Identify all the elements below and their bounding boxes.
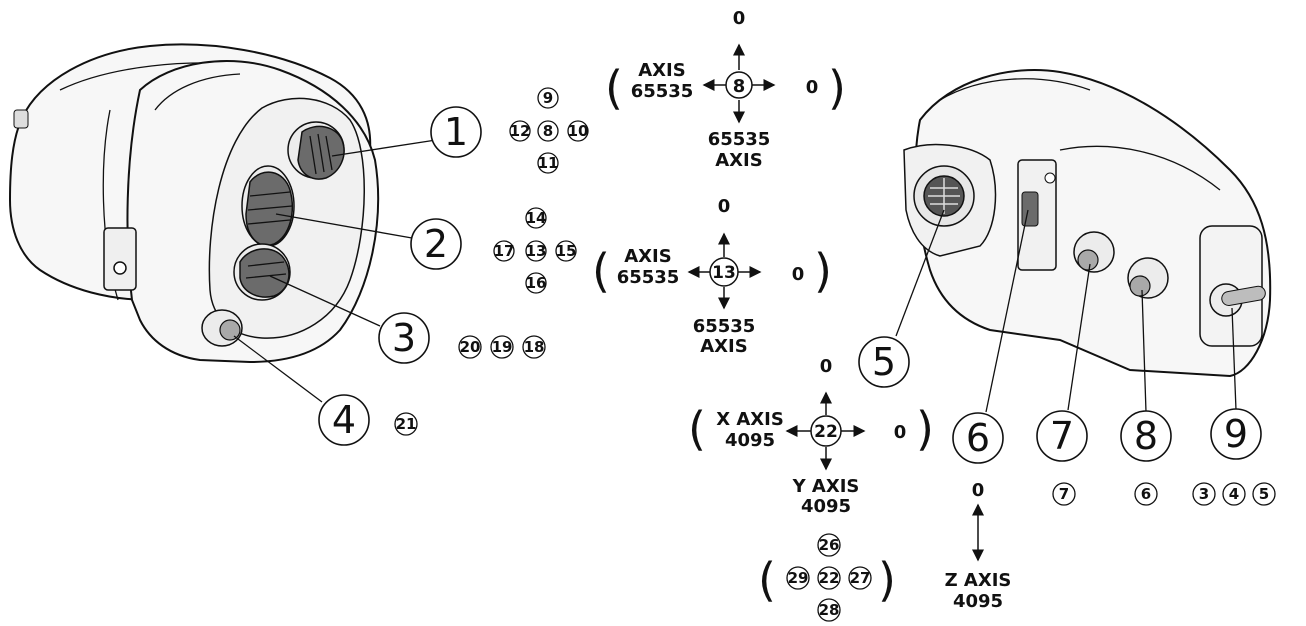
axis-diagram-1: ( AXIS 65535 0 0 ) 8 65535 AXIS bbox=[605, 8, 846, 171]
button-10-label: 10 bbox=[568, 122, 589, 140]
axis-1-paren-open: ( bbox=[605, 61, 623, 115]
button-4-label: 4 bbox=[1229, 485, 1239, 503]
axis-diagram-3: ( X AXIS 4095 0 0 ) 22 Y AXIS 4095 bbox=[688, 356, 934, 517]
button-21-label: 21 bbox=[396, 415, 417, 433]
axis-1-center-label: 8 bbox=[733, 76, 746, 97]
button-4-map: 21 bbox=[394, 412, 418, 436]
callout-3: 3 bbox=[378, 312, 430, 364]
button-17-label: 17 bbox=[494, 242, 515, 260]
axis-2-bottom-line1: 65535 bbox=[693, 316, 756, 337]
button-9-label: 9 bbox=[543, 89, 553, 107]
callout-7-label: 7 bbox=[1050, 414, 1074, 458]
axis-1-bottom-line1: 65535 bbox=[708, 129, 771, 150]
button-14-label: 14 bbox=[526, 209, 547, 227]
button-map-22-paren-close: ) bbox=[878, 553, 896, 607]
button-map-22: ( ) 26 29 22 27 28 bbox=[758, 533, 896, 622]
callout-2: 2 bbox=[410, 218, 462, 270]
callout-3-label: 3 bbox=[392, 316, 416, 360]
axis-3-right-value: 0 bbox=[894, 422, 907, 443]
button-11-label: 11 bbox=[538, 154, 559, 172]
callout-2-label: 2 bbox=[424, 222, 448, 266]
button-5-label: 5 bbox=[1259, 485, 1269, 503]
callout-7: 7 bbox=[1036, 410, 1088, 462]
axis-3-paren-close: ) bbox=[916, 402, 934, 456]
button-29-label: 29 bbox=[788, 569, 809, 587]
button-22-label: 22 bbox=[819, 569, 840, 587]
button-row-9: 3 4 5 bbox=[1192, 482, 1276, 506]
axis-2-left-line1: AXIS bbox=[624, 246, 671, 267]
button-15-label: 15 bbox=[556, 242, 577, 260]
callout-6-label: 6 bbox=[966, 416, 990, 460]
axis-diagram-2: ( AXIS 65535 0 0 ) 13 65535 AXIS bbox=[592, 196, 832, 357]
left-device-illustration bbox=[8, 43, 437, 403]
z-axis-top-value: 0 bbox=[972, 480, 985, 501]
z-axis-line1: Z AXIS bbox=[945, 570, 1012, 591]
button-13-label: 13 bbox=[526, 242, 547, 260]
axis-1-bottom-line2: AXIS bbox=[715, 150, 762, 171]
button-map-22-paren-open: ( bbox=[758, 553, 776, 607]
button-16-label: 16 bbox=[526, 274, 547, 292]
axis-2-center-label: 13 bbox=[712, 263, 736, 283]
button-20-label: 20 bbox=[460, 338, 481, 356]
button-7-map: 7 bbox=[1052, 482, 1076, 506]
axis-2-top-value: 0 bbox=[718, 196, 731, 217]
axis-2-right-value: 0 bbox=[792, 264, 805, 285]
button-12-label: 12 bbox=[510, 122, 531, 140]
axis-2-paren-open: ( bbox=[592, 244, 610, 298]
axis-1-left-line2: 65535 bbox=[631, 81, 694, 102]
button-7-label: 7 bbox=[1059, 485, 1069, 503]
callout-4-label: 4 bbox=[332, 398, 356, 442]
callout-6: 6 bbox=[952, 412, 1004, 464]
callout-8: 8 bbox=[1120, 410, 1172, 462]
button-28-label: 28 bbox=[819, 601, 840, 619]
button-8-map: 6 bbox=[1134, 482, 1158, 506]
axis-2-left-line2: 65535 bbox=[617, 267, 680, 288]
axis-2-bottom-line2: AXIS bbox=[700, 336, 747, 357]
button-map-1: 9 12 8 10 11 bbox=[509, 87, 589, 174]
button-8-label: 8 bbox=[543, 122, 553, 140]
button-row-3: 20 19 18 bbox=[458, 335, 546, 359]
callout-1: 1 bbox=[430, 106, 482, 158]
callout-1-label: 1 bbox=[444, 110, 468, 154]
axis-1-paren-close: ) bbox=[828, 61, 846, 115]
z-axis-diagram: 0 Z AXIS 4095 bbox=[945, 480, 1012, 612]
callout-9: 9 bbox=[1210, 408, 1262, 460]
axis-1-top-value: 0 bbox=[733, 8, 746, 29]
axis-3-bottom-line1: Y AXIS bbox=[792, 476, 860, 497]
axis-3-bottom-line2: 4095 bbox=[801, 496, 851, 517]
callout-5-label: 5 bbox=[872, 340, 896, 384]
button-3-label: 3 bbox=[1199, 485, 1209, 503]
right-device-illustration bbox=[895, 69, 1272, 413]
axis-1-left-line1: AXIS bbox=[638, 60, 685, 81]
callout-9-label: 9 bbox=[1224, 412, 1248, 456]
button-map-2: 14 17 13 15 16 bbox=[493, 207, 577, 294]
axis-3-left-line2: 4095 bbox=[725, 430, 775, 451]
callout-4: 4 bbox=[318, 394, 370, 446]
axis-2-paren-close: ) bbox=[814, 244, 832, 298]
callout-5: 5 bbox=[858, 336, 910, 388]
axis-3-paren-open: ( bbox=[688, 402, 706, 456]
callout-8-label: 8 bbox=[1134, 414, 1158, 458]
z-axis-line2: 4095 bbox=[953, 591, 1003, 612]
axis-3-top-value: 0 bbox=[820, 356, 833, 377]
axis-1-right-value: 0 bbox=[806, 77, 819, 98]
axis-3-center-label: 22 bbox=[814, 422, 838, 442]
button-19-label: 19 bbox=[492, 338, 513, 356]
button-18-label: 18 bbox=[524, 338, 545, 356]
button-27-label: 27 bbox=[850, 569, 871, 587]
button-6-label: 6 bbox=[1141, 485, 1151, 503]
axis-3-left-line1: X AXIS bbox=[716, 409, 784, 430]
button-26-label: 26 bbox=[819, 536, 840, 554]
